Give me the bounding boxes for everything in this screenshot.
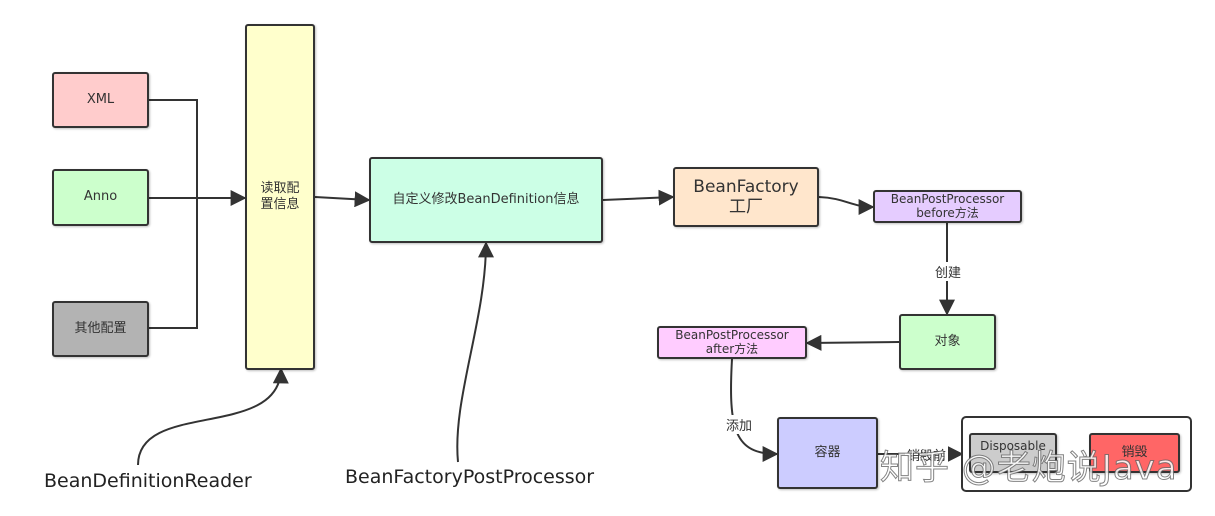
bpp-after-subtitle: after方法 bbox=[705, 341, 759, 356]
beanfactory-title: BeanFactory bbox=[693, 176, 799, 197]
beanfactory-subtitle: 工厂 bbox=[729, 197, 763, 217]
destroy-node: 销毁 bbox=[1089, 433, 1180, 473]
edge-label-add: 添加 bbox=[724, 415, 755, 434]
watermark: 知乎 @老炮说Java bbox=[880, 448, 1178, 489]
container-node: 容器 bbox=[777, 417, 878, 489]
edge-bfpp-label-to-modify bbox=[456, 241, 494, 463]
bpp-before-subtitle: before方法 bbox=[916, 205, 979, 220]
beanfactory-node: BeanFactory 工厂 bbox=[673, 167, 819, 227]
anno-node: Anno bbox=[52, 169, 149, 226]
edge-reader-label-to-reader bbox=[137, 367, 289, 466]
object-node: 对象 bbox=[899, 314, 996, 370]
other-config-node: 其他配置 bbox=[52, 301, 149, 357]
bpp-after-title: BeanPostProcessor bbox=[675, 327, 789, 342]
bpp-before-node: BeanPostProcessor before方法 bbox=[873, 190, 1022, 223]
bean-definition-reader-label: BeanDefinitionReader bbox=[44, 470, 252, 492]
edge-xml-to-reader bbox=[149, 99, 198, 198]
xml-node: XML bbox=[52, 72, 149, 128]
edge-modify-to-factory bbox=[602, 189, 675, 206]
edge-label-create: 创建 bbox=[933, 262, 964, 281]
edge-label-destroy-trigger: 销毁前 bbox=[905, 445, 949, 464]
modify-beandefinition-node: 自定义修改BeanDefinition信息 bbox=[369, 157, 603, 243]
edge-other-to-reader bbox=[149, 198, 198, 329]
read-config-node: 读取配 置信息 bbox=[245, 24, 315, 370]
edge-object-to-bpp-after bbox=[805, 334, 900, 351]
bean-factory-post-processor-label: BeanFactoryPostProcessor bbox=[345, 466, 595, 488]
edge-reader-to-modify bbox=[314, 191, 371, 208]
edge-bpp-after-to-container bbox=[730, 358, 779, 462]
disposable-node: Disposable bbox=[969, 433, 1057, 473]
edge-factory-to-bpp-before bbox=[818, 196, 875, 215]
bpp-after-node: BeanPostProcessor after方法 bbox=[657, 326, 807, 359]
bpp-before-title: BeanPostProcessor bbox=[890, 191, 1005, 206]
